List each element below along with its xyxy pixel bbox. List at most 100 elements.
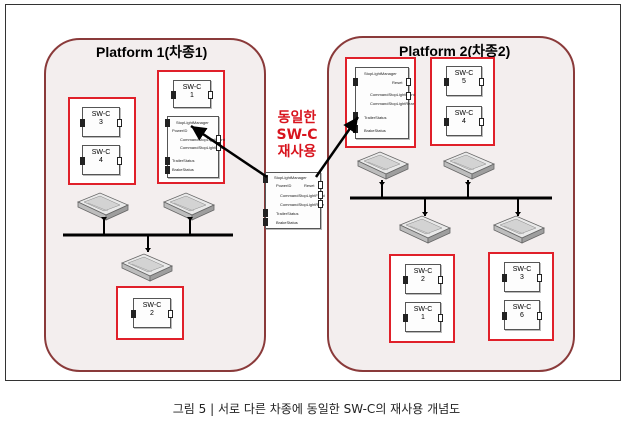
port-label: BrakeStatus [276, 220, 298, 225]
port-icon [438, 276, 443, 284]
port-label: Reset [304, 183, 315, 188]
port-icon [502, 274, 507, 282]
swc-name: SW-C [512, 304, 532, 311]
port-icon [80, 157, 85, 165]
platform1-title: Platform 1(차종1) [96, 44, 208, 60]
port-icon [165, 119, 170, 127]
port-icon [117, 157, 122, 165]
port-icon [406, 78, 411, 86]
swc-name: SW-C [91, 149, 111, 156]
port-label: CommandStopLightRear [280, 202, 325, 207]
swc-number: 2 [421, 276, 425, 283]
ecu-icon [121, 253, 173, 282]
port-label: BrakeStatus [364, 128, 386, 133]
swc-name: SW-C [454, 70, 474, 77]
swc-number: 2 [150, 310, 154, 317]
swc-number: 3 [99, 119, 103, 126]
ecu-icon [357, 151, 409, 180]
port-label: BrakeStatus [172, 167, 194, 172]
reuse-label-line: SW-C [276, 127, 318, 143]
port-label: StopLightManager [364, 71, 397, 76]
port-icon [479, 78, 484, 86]
swc-name: SW-C [142, 302, 162, 309]
port-icon [438, 314, 443, 322]
ecu-icon [77, 192, 129, 221]
port-icon [131, 310, 136, 318]
port-icon [406, 92, 411, 100]
port-icon [216, 135, 221, 143]
port-icon [479, 118, 484, 126]
port-label: CommandStopLightRear [370, 101, 415, 106]
port-icon [403, 314, 408, 322]
port-label: Reset [392, 80, 403, 85]
p2-stoplight-component: StopLightManager Reset CommandStopLightF… [353, 67, 415, 139]
reuse-label-line: 동일한 [277, 110, 317, 126]
port-icon [353, 112, 358, 120]
port-label: CommandStopLightFront [370, 92, 415, 97]
ecu-icon [399, 215, 451, 244]
port-icon [165, 166, 170, 174]
swc-name: SW-C [413, 268, 433, 275]
platform1-bus [63, 215, 233, 252]
port-icon [263, 175, 268, 183]
port-icon [537, 312, 542, 320]
port-label: CommandStopLightFront [280, 193, 325, 198]
reuse-arrow-to-platform1 [190, 124, 268, 179]
port-icon [117, 119, 122, 127]
swc-name: SW-C [454, 110, 474, 117]
port-icon [537, 274, 542, 282]
port-label: StopLightManager [274, 175, 307, 180]
port-label: CommandStopLightRear [180, 145, 225, 150]
p1-stoplight-component: StopLightManager PowerID CommandStopLigh… [165, 116, 225, 178]
ecu-icon [443, 151, 495, 180]
port-icon [318, 200, 323, 208]
ecu-icon [163, 192, 215, 221]
swc-number: 4 [462, 118, 466, 125]
platform2-title: Platform 2(차종2) [399, 43, 511, 59]
reuse-label-line: 재사용 [277, 144, 317, 160]
swc-name: SW-C [512, 266, 532, 273]
port-icon [318, 191, 323, 199]
port-label: PowerID [172, 128, 188, 133]
swc-name: SW-C [91, 111, 111, 118]
swc-number: 1 [421, 314, 425, 321]
port-label: TrailerStatus [276, 211, 299, 216]
port-label: PowerID [276, 183, 292, 188]
swc-number: 5 [462, 78, 466, 85]
swc-number: 1 [190, 92, 194, 99]
reuse-label: 동일한 SW-C 재사용 [262, 110, 332, 161]
port-icon [502, 312, 507, 320]
port-icon [263, 218, 268, 226]
swc-name: SW-C [413, 306, 433, 313]
swc-number: 4 [99, 157, 103, 164]
port-label: TrailerStatus [364, 115, 387, 120]
figure-caption: 그림 5 | 서로 다른 차종에 동일한 SW-C의 재사용 개념도 [172, 402, 461, 416]
port-icon [318, 181, 323, 189]
ecu-icon [493, 215, 545, 244]
port-icon [165, 157, 170, 165]
port-icon [171, 91, 176, 99]
shared-stoplight-component: StopLightManager PowerID Reset CommandSt… [263, 172, 325, 229]
swc-name: SW-C [182, 84, 202, 91]
reuse-arrow-to-platform2 [314, 116, 360, 178]
port-label: StopLightManager [176, 120, 209, 125]
port-icon [403, 276, 408, 284]
platform2-bus [350, 180, 552, 216]
port-icon [80, 119, 85, 127]
port-label: TrailerStatus [172, 158, 195, 163]
